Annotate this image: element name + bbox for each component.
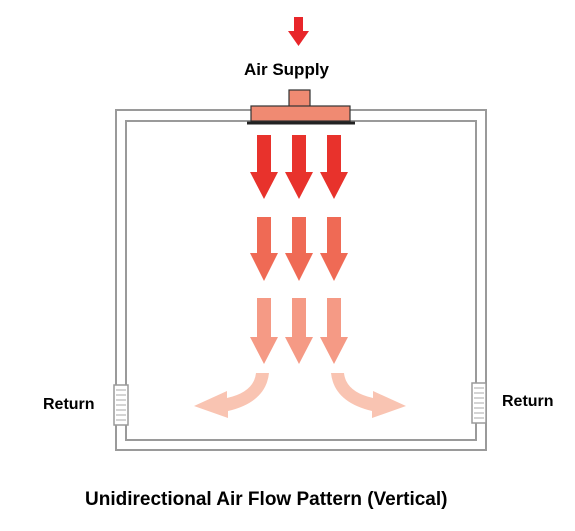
airflow-arrow-icon: [320, 135, 348, 199]
air-supply-arrow-icon: [288, 17, 309, 46]
airflow-arrow-icon: [285, 135, 313, 199]
airflow-arrow-icon: [320, 217, 348, 281]
curved-return-arrows: [194, 373, 406, 418]
airflow-arrow-icon: [285, 217, 313, 281]
airflow-row-3: [250, 298, 348, 364]
airflow-arrow-icon: [320, 298, 348, 364]
curved-return-arrow-icon: [331, 373, 406, 418]
air-supply-label: Air Supply: [244, 60, 330, 79]
airflow-arrow-icon: [250, 217, 278, 281]
return-grille-left: [113, 384, 129, 426]
curved-return-arrow-icon: [194, 373, 269, 418]
return-label-left: Return: [43, 396, 95, 413]
airflow-arrow-icon: [250, 135, 278, 199]
diagram-caption: Unidirectional Air Flow Pattern (Vertica…: [85, 489, 448, 510]
return-grille-right: [471, 382, 487, 424]
airflow-arrow-icon: [285, 298, 313, 364]
return-label-right: Return: [502, 393, 554, 410]
airflow-row-2: [250, 217, 348, 281]
airflow-row-1: [250, 135, 348, 199]
airflow-arrow-icon: [250, 298, 278, 364]
supply-diffuser: [247, 89, 355, 125]
